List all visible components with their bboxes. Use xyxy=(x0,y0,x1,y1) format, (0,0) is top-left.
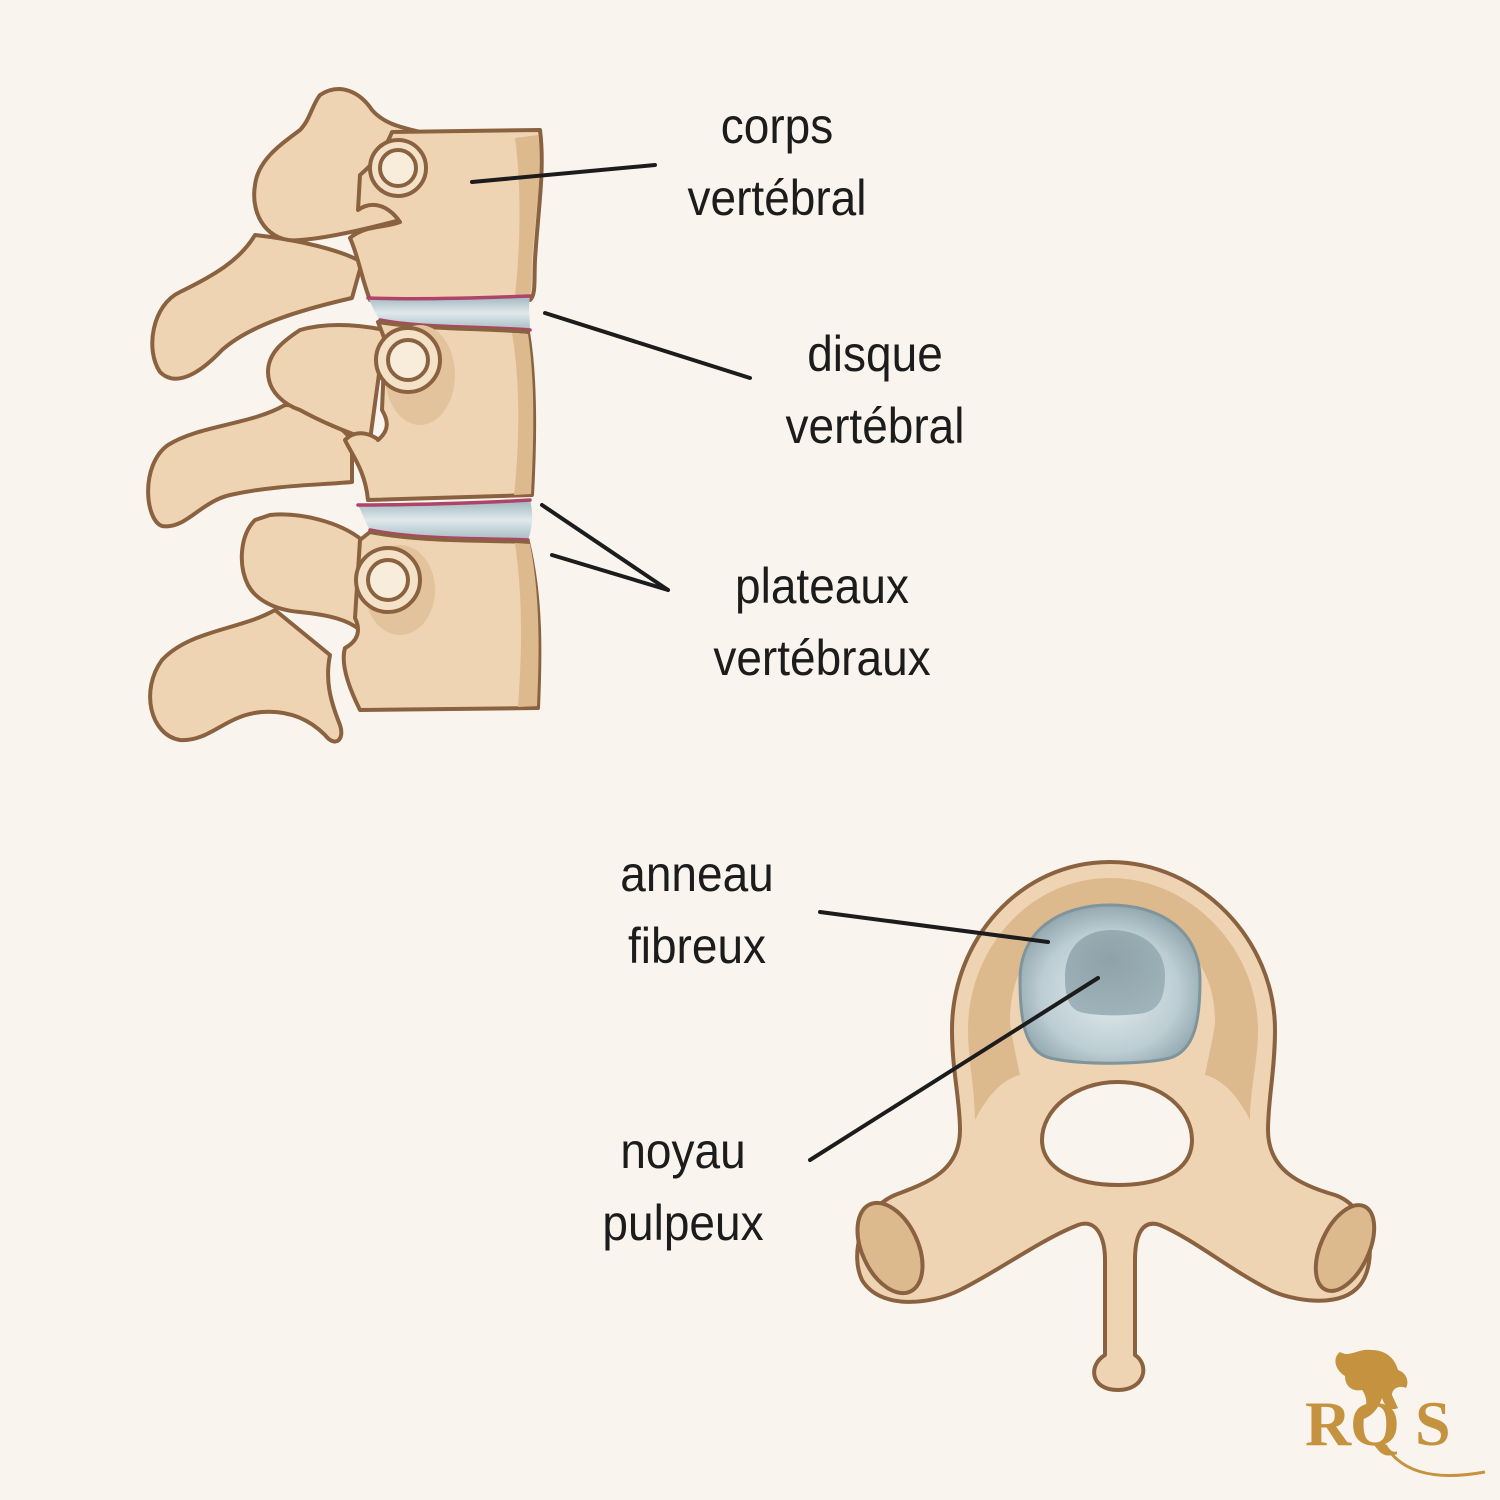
articular-process-middle xyxy=(266,323,387,442)
spine-side-view xyxy=(146,87,544,744)
label-plateaux-vertebraux: plateaux vertébraux xyxy=(684,550,960,694)
intervertebral-disc-2 xyxy=(358,500,533,540)
endplate-disc-1-top xyxy=(366,294,532,301)
foramen-top-inner xyxy=(378,148,418,188)
label-corps-line2: vertébral xyxy=(687,170,867,226)
nucleus-pulposus xyxy=(1065,930,1165,1016)
intervertebral-disc-1 xyxy=(368,296,530,330)
leader-anneau xyxy=(818,910,1050,944)
vertebra-top-view xyxy=(855,860,1377,1392)
label-anneau-line2: fibreux xyxy=(627,918,767,974)
leader-noyau xyxy=(808,976,1100,1162)
label-disque-line1: disque xyxy=(807,326,943,382)
vertebral-foramen xyxy=(1040,1080,1194,1187)
spinous-process-top xyxy=(150,233,364,381)
endplate-disc-2-top xyxy=(356,498,532,507)
foramen-bottom-inner xyxy=(366,558,410,602)
logo-letter-q: Q xyxy=(1350,1388,1400,1459)
vertebral-body-bottom-shadow xyxy=(515,543,539,707)
label-disque-line2: vertébral xyxy=(785,398,965,454)
foramen-middle-inner xyxy=(386,338,430,382)
label-anneau-fibreux: anneau fibreux xyxy=(582,838,812,982)
leader-plateaux-2 xyxy=(550,553,670,592)
label-disque-vertebral: disque vertébral xyxy=(760,318,990,462)
label-anneau-line1: anneau xyxy=(620,846,774,902)
leader-lines xyxy=(470,163,1100,1162)
vertebral-body-middle-shadow xyxy=(512,333,534,495)
label-noyau-pulpeux: noyau pulpeux xyxy=(568,1115,798,1259)
logo-swash xyxy=(1383,1444,1486,1477)
label-plateaux-line1: plateaux xyxy=(735,558,909,614)
label-corps-line1: corps xyxy=(720,98,834,154)
articular-process-bottom xyxy=(239,512,364,632)
label-noyau-line2: pulpeux xyxy=(602,1195,764,1251)
leader-corps xyxy=(470,163,657,184)
logo-letter-r: R xyxy=(1305,1388,1352,1459)
label-corps-vertebral: corps vertébral xyxy=(662,90,892,234)
transverse-process-left-tip xyxy=(855,1200,925,1296)
spinous-process-middle xyxy=(146,403,354,529)
leader-plateaux-1 xyxy=(540,503,670,592)
leader-disque xyxy=(543,311,752,380)
lion-icon xyxy=(1335,1349,1408,1420)
logo-letter-s: S xyxy=(1415,1388,1451,1459)
label-plateaux-line2: vertébraux xyxy=(713,630,931,686)
rqs-logo: R Q S xyxy=(1305,1349,1486,1477)
label-noyau-line1: noyau xyxy=(620,1123,746,1179)
transverse-process-right-tip xyxy=(1313,1203,1377,1293)
spinous-process-bottom xyxy=(148,608,344,744)
